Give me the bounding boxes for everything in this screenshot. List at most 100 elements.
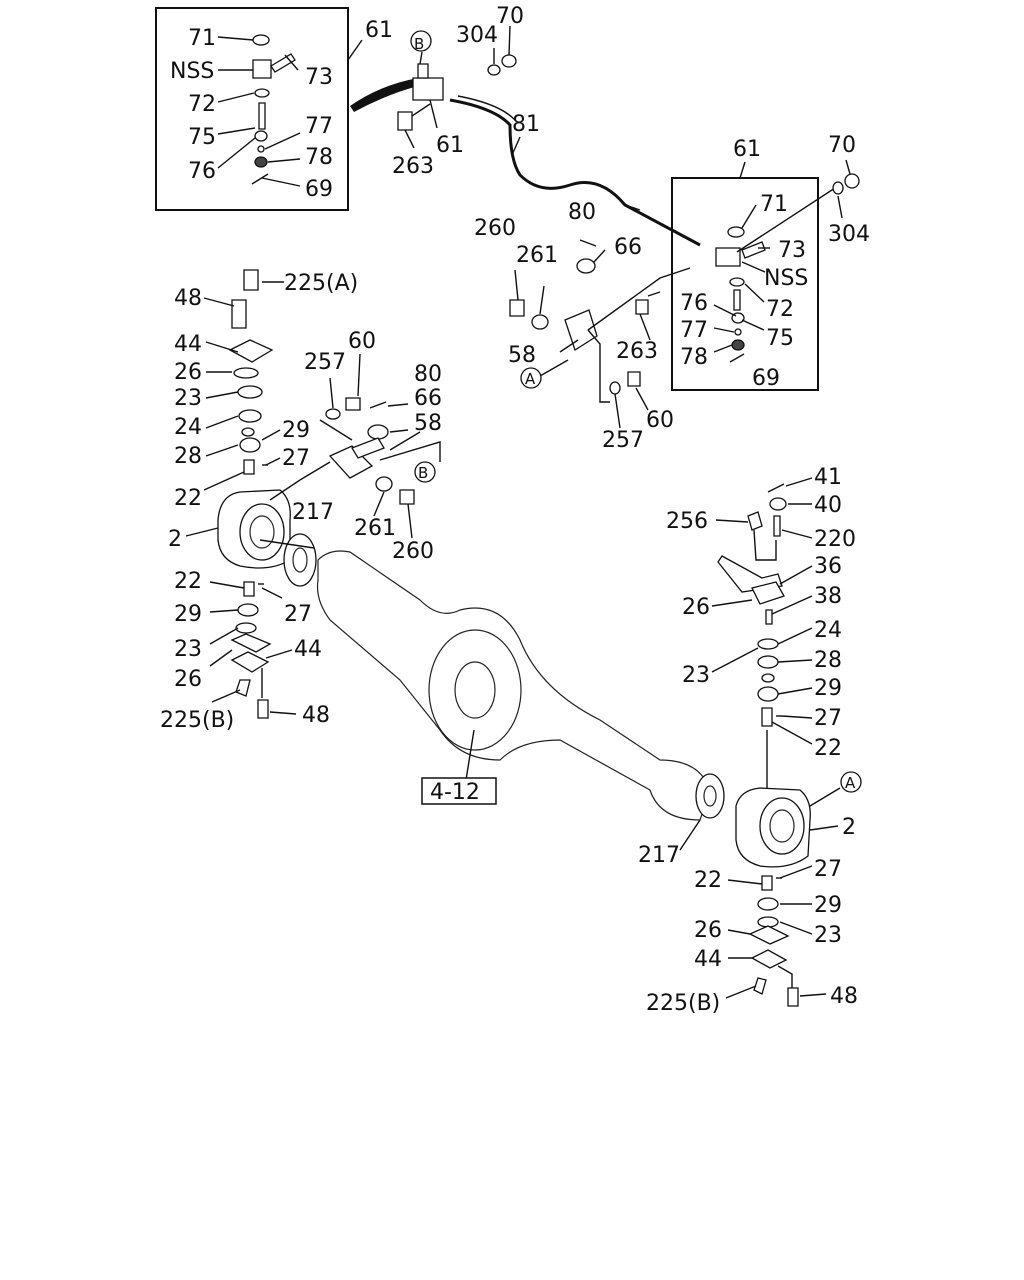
- callout-70: 70: [496, 4, 524, 29]
- callout-225a: 225(A): [284, 271, 358, 296]
- callout-260-mid: 260: [474, 216, 516, 241]
- callout-29-right: 29: [814, 676, 842, 701]
- callout-28-right: 28: [814, 648, 842, 673]
- callout-24-right: 24: [814, 618, 842, 643]
- reference-label: 4-12: [430, 780, 480, 805]
- callout-27-lower-right: 27: [814, 857, 842, 882]
- callout-69-right: 69: [752, 366, 780, 391]
- steering-arm-upper: [509, 239, 691, 429]
- callout-66-mid: 66: [614, 235, 642, 260]
- callout-44-left: 44: [174, 332, 202, 357]
- callout-27-lower-left: 27: [284, 602, 312, 627]
- reference-box: [421, 777, 497, 805]
- callout-73-right: 73: [778, 238, 806, 263]
- callout-23-right: 23: [682, 663, 710, 688]
- callout-66-center: 66: [414, 386, 442, 411]
- callout-225b-right: 225(B): [646, 991, 720, 1016]
- callout-261-center: 261: [354, 516, 396, 541]
- marker-b-label-center: B: [418, 464, 428, 482]
- callout-77: 77: [305, 114, 333, 139]
- callout-71: 71: [188, 26, 216, 51]
- callout-40: 40: [814, 493, 842, 518]
- callout-75: 75: [188, 125, 216, 150]
- callout-44-lower-left: 44: [294, 637, 322, 662]
- left-knuckle-lower-stack: [209, 581, 297, 719]
- marker-a-label-right: A: [845, 774, 856, 792]
- callout-29-lower-right: 29: [814, 893, 842, 918]
- callout-73: 73: [305, 65, 333, 90]
- callout-58-center: 58: [414, 411, 442, 436]
- callout-261-mid: 261: [516, 243, 558, 268]
- callout-77-right: 77: [680, 318, 708, 343]
- callout-78: 78: [305, 145, 333, 170]
- callout-217-left: 217: [292, 500, 334, 525]
- right-knuckle-stack: [711, 477, 841, 868]
- callout-2-left: 2: [168, 527, 182, 552]
- callout-76-right: 76: [680, 291, 708, 316]
- callout-27-right: 27: [814, 706, 842, 731]
- callout-72: 72: [188, 92, 216, 117]
- callout-24-left: 24: [174, 415, 202, 440]
- detail-pointer: [350, 78, 418, 112]
- callout-48-lower-left: 48: [302, 703, 330, 728]
- callout-71-right: 71: [760, 192, 788, 217]
- callout-263-right: 263: [616, 339, 658, 364]
- callout-217-right: 217: [638, 843, 680, 868]
- callout-61-right: 61: [733, 137, 761, 162]
- callout-263: 263: [392, 154, 434, 179]
- marker-b-label: B: [414, 35, 424, 53]
- callout-80-mid: 80: [568, 200, 596, 225]
- callout-61: 61: [365, 18, 393, 43]
- callout-256: 256: [666, 509, 708, 534]
- callout-58-mid: 58: [508, 343, 536, 368]
- callout-220: 220: [814, 527, 856, 552]
- callout-44-lower-right: 44: [694, 947, 722, 972]
- tie-rod-assembly: [397, 25, 701, 247]
- callout-69: 69: [305, 177, 333, 202]
- callout-2-right: 2: [842, 815, 856, 840]
- callout-72-right: 72: [766, 297, 794, 322]
- inset-box-right: [635, 159, 860, 391]
- callout-23-lower-right: 23: [814, 923, 842, 948]
- callout-41: 41: [814, 465, 842, 490]
- circle-marker-a-right: [840, 771, 862, 793]
- callout-81: 81: [512, 112, 540, 137]
- marker-a-label-mid: A: [525, 370, 536, 388]
- callout-27-left: 27: [282, 446, 310, 471]
- callout-29-left: 29: [282, 418, 310, 443]
- callout-257-mid: 257: [602, 428, 644, 453]
- callout-61-top: 61: [436, 133, 464, 158]
- callout-80-center: 80: [414, 362, 442, 387]
- callout-257-center: 257: [304, 350, 346, 375]
- callout-22-left: 22: [174, 486, 202, 511]
- callout-48-lower-right: 48: [830, 984, 858, 1009]
- circle-marker-a-mid: [520, 367, 542, 389]
- callout-23-lower-left: 23: [174, 637, 202, 662]
- callout-70-right: 70: [828, 133, 856, 158]
- callout-26-lower-right: 26: [694, 918, 722, 943]
- callout-29-lower-left: 29: [174, 602, 202, 627]
- callout-22-lower-left: 22: [174, 569, 202, 594]
- callout-labels: 71 NSS 72 75 76 73 77 78 69 61 304 70 B …: [160, 4, 870, 1016]
- axle-housing: [259, 533, 725, 851]
- steering-arm-center: [269, 353, 441, 539]
- right-knuckle-lower-stack: [725, 865, 827, 1007]
- left-knuckle-upper-stack: [185, 269, 291, 569]
- callout-48-left: 48: [174, 286, 202, 311]
- callout-60-center: 60: [348, 329, 376, 354]
- callout-22-right: 22: [814, 736, 842, 761]
- callout-304: 304: [456, 23, 498, 48]
- callout-75-right: 75: [766, 326, 794, 351]
- callout-78-right: 78: [680, 345, 708, 370]
- inset-box-top-left: [155, 7, 363, 211]
- callout-76: 76: [188, 159, 216, 184]
- callout-38: 38: [814, 584, 842, 609]
- callout-nss-right: NSS: [764, 266, 808, 291]
- callout-225b-left: 225(B): [160, 708, 234, 733]
- callout-23-left: 23: [174, 386, 202, 411]
- callout-26-lower-left: 26: [174, 667, 202, 692]
- callout-22-lower-right: 22: [694, 868, 722, 893]
- circle-marker-b-top: [410, 30, 432, 52]
- circle-marker-b-center: [414, 461, 436, 483]
